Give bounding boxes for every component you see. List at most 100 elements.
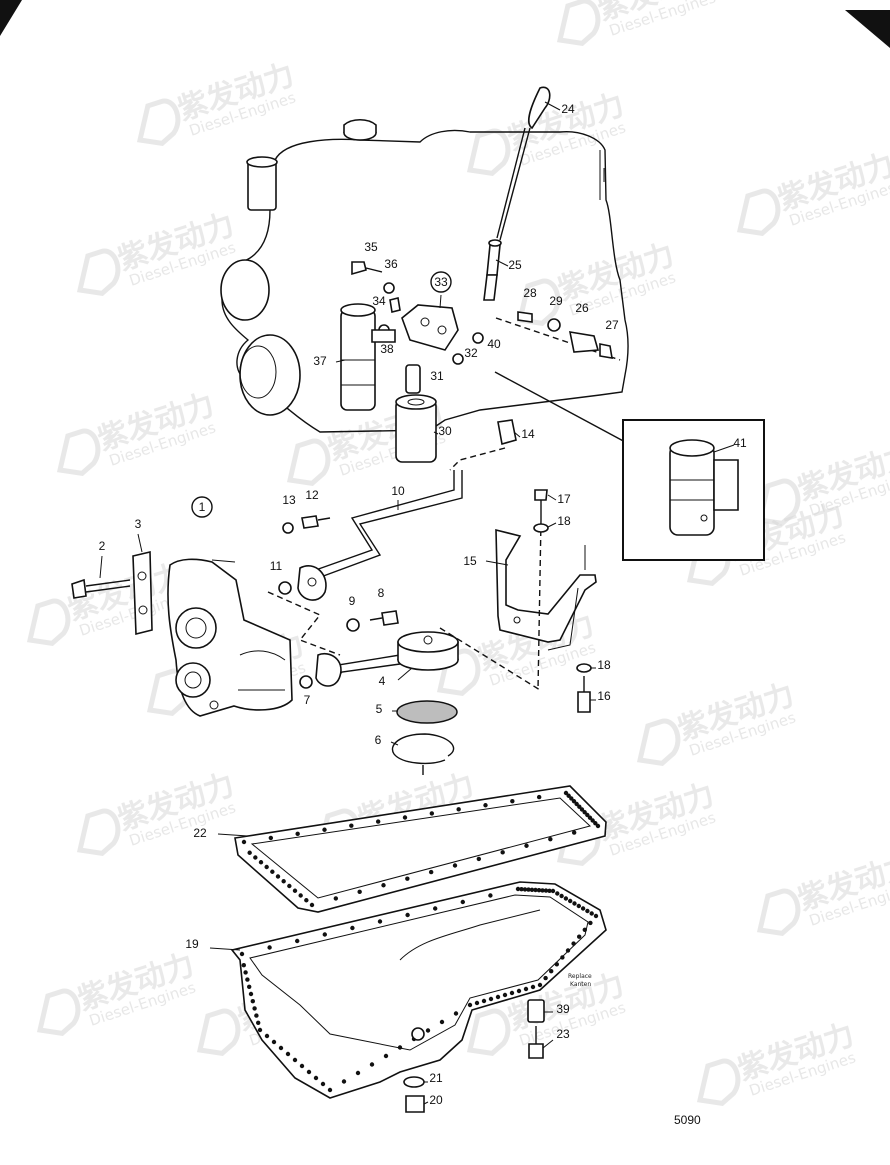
sensor-group bbox=[495, 311, 621, 361]
callout-label-32: 32 bbox=[464, 346, 478, 360]
callout-label-23: 23 bbox=[556, 1027, 570, 1041]
oil-pan-19 bbox=[230, 881, 607, 1099]
callout-label-18b: 18 bbox=[597, 658, 611, 672]
oil-pump-1 bbox=[167, 558, 293, 717]
callout-label-12: 12 bbox=[305, 488, 319, 502]
washer-18 bbox=[533, 523, 549, 533]
callout-22: 22 bbox=[193, 826, 207, 840]
callout-label-28: 28 bbox=[523, 286, 537, 300]
callout-label-30: 30 bbox=[438, 424, 452, 438]
callout-label-37: 37 bbox=[313, 354, 327, 368]
callout-37: 37 bbox=[313, 354, 327, 368]
washer-36 bbox=[383, 282, 395, 294]
filter-bracket-33 bbox=[401, 304, 459, 351]
callout-2: 2 bbox=[99, 539, 106, 553]
seal-11 bbox=[278, 581, 292, 595]
callout-7: 7 bbox=[304, 693, 311, 707]
leader-line-22 bbox=[217, 833, 249, 837]
bracket-15 bbox=[495, 528, 597, 651]
corner-mark-top-right bbox=[845, 10, 890, 48]
callout-12: 12 bbox=[305, 488, 319, 502]
filter-canister-37 bbox=[340, 303, 396, 411]
leader-line-30 bbox=[433, 431, 439, 435]
callout-label-24: 24 bbox=[561, 102, 575, 116]
handwritten-note-line2: Kanten bbox=[570, 981, 591, 988]
callout-4: 4 bbox=[379, 674, 386, 688]
callout-10: 10 bbox=[391, 484, 405, 498]
callout-36: 36 bbox=[384, 257, 398, 271]
callout-15: 15 bbox=[463, 554, 477, 568]
drawing-number: 5090 bbox=[674, 1113, 701, 1127]
callout-label-33: 33 bbox=[434, 275, 448, 289]
callout-label-39: 39 bbox=[556, 1002, 570, 1016]
callout-label-16: 16 bbox=[597, 689, 611, 703]
callout-label-21: 21 bbox=[429, 1071, 443, 1085]
callout-label-36: 36 bbox=[384, 257, 398, 271]
bolt-12 bbox=[301, 515, 319, 529]
leader-line-19 bbox=[209, 947, 241, 951]
leader-line-20 bbox=[423, 1101, 429, 1105]
leader-line-41 bbox=[713, 444, 735, 453]
leader-line-14 bbox=[513, 431, 521, 438]
leader-line-33 bbox=[439, 294, 442, 309]
callout-35: 35 bbox=[364, 240, 378, 254]
leader-line-1 bbox=[211, 559, 236, 563]
bolt-23 bbox=[528, 1026, 544, 1059]
gasket-22 bbox=[234, 785, 607, 913]
callout-8: 8 bbox=[378, 586, 385, 600]
leader-line-24 bbox=[544, 101, 561, 111]
callout-17: 17 bbox=[557, 492, 571, 506]
callout-19: 19 bbox=[185, 937, 199, 951]
callout-label-31: 31 bbox=[430, 369, 444, 383]
callout-label-18: 18 bbox=[557, 514, 571, 528]
drain-plug-20 bbox=[405, 1095, 425, 1113]
corner-mark-top-left bbox=[0, 0, 22, 36]
callout-24: 24 bbox=[561, 102, 575, 116]
callout-18: 18 bbox=[557, 514, 571, 528]
callout-1: 1 bbox=[191, 496, 213, 518]
fitting-14 bbox=[497, 419, 517, 446]
callout-18b: 18 bbox=[597, 658, 611, 672]
callout-label-20: 20 bbox=[429, 1093, 443, 1107]
leader-line-3 bbox=[137, 533, 143, 553]
leader-line-23 bbox=[542, 1039, 554, 1049]
bolt-17 bbox=[534, 489, 548, 691]
plug-34 bbox=[389, 297, 401, 313]
pipe-link bbox=[449, 447, 506, 471]
callout-32: 32 bbox=[464, 346, 478, 360]
circlip-6 bbox=[391, 733, 455, 765]
callout-40: 40 bbox=[487, 337, 501, 351]
leader-line-6 bbox=[390, 741, 399, 746]
dipstick-tube bbox=[483, 239, 502, 301]
seal-7 bbox=[299, 675, 313, 689]
leader-line-37 bbox=[335, 359, 346, 363]
dipstick bbox=[496, 86, 551, 241]
callout-27: 27 bbox=[605, 318, 619, 332]
callout-label-34: 34 bbox=[372, 294, 386, 308]
callout-label-29: 29 bbox=[549, 294, 563, 308]
gasket-3 bbox=[132, 550, 153, 636]
callout-label-7: 7 bbox=[304, 693, 311, 707]
callout-label-4: 4 bbox=[379, 674, 386, 688]
callout-label-40: 40 bbox=[487, 337, 501, 351]
bolt-12-shank bbox=[317, 517, 331, 521]
callout-21: 21 bbox=[429, 1071, 443, 1085]
nipple-31 bbox=[405, 364, 421, 394]
callout-label-3: 3 bbox=[135, 517, 142, 531]
strainer-4 bbox=[315, 631, 459, 687]
callout-label-6: 6 bbox=[375, 733, 382, 747]
callout-circle-33 bbox=[430, 271, 452, 293]
callout-5: 5 bbox=[376, 702, 383, 716]
callout-30: 30 bbox=[438, 424, 452, 438]
callout-23: 23 bbox=[556, 1027, 570, 1041]
